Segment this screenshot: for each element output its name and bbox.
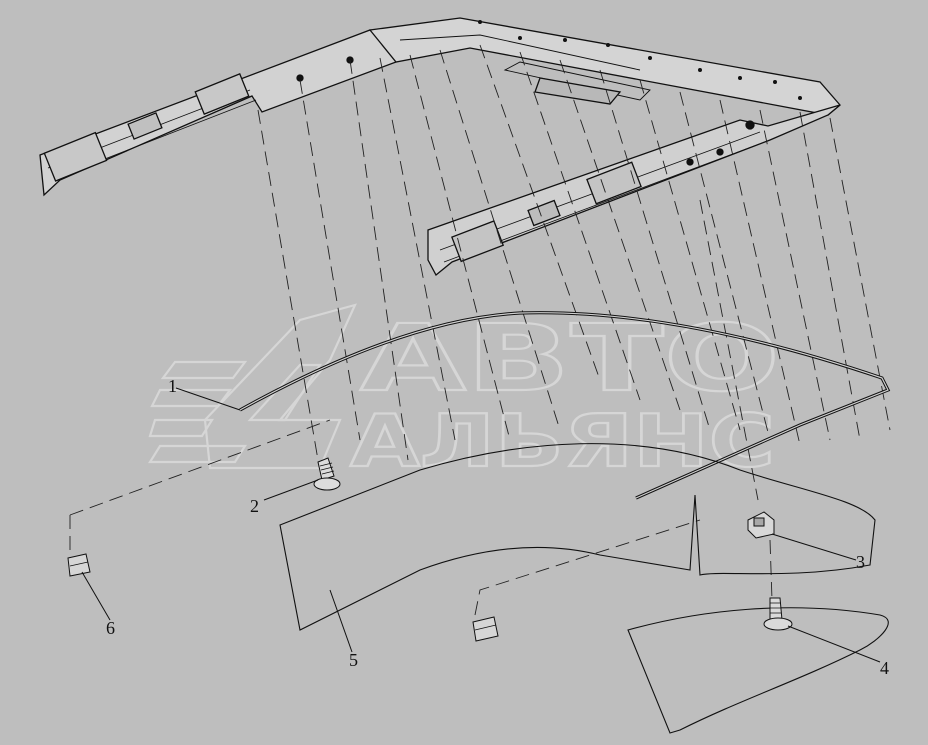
watermark-logo: АВТО АЛЬЯНС [148,303,781,484]
callout-5: 5 [349,650,358,670]
push-clip-part [313,457,341,491]
screw-part [763,597,793,631]
callout-1: 1 [168,376,177,396]
callout-4: 4 [880,658,889,678]
headliner-outline [279,443,889,734]
projection-lines [69,44,891,616]
watermark-line2: АЛЬЯНС [350,399,775,483]
callout-labels: 1 2 3 4 5 6 [106,376,889,678]
bracket-part [747,511,775,539]
callout-6: 6 [106,618,115,638]
cap-plug-part [67,553,91,577]
roof-frame [39,17,841,277]
seal-strip [239,311,891,500]
cap-plug-part-2 [472,616,499,642]
callout-2: 2 [250,496,259,516]
leader-lines [81,387,881,663]
watermark-emblem [148,303,357,470]
watermark-line1: АВТО [360,305,780,412]
callout-3: 3 [856,552,865,572]
